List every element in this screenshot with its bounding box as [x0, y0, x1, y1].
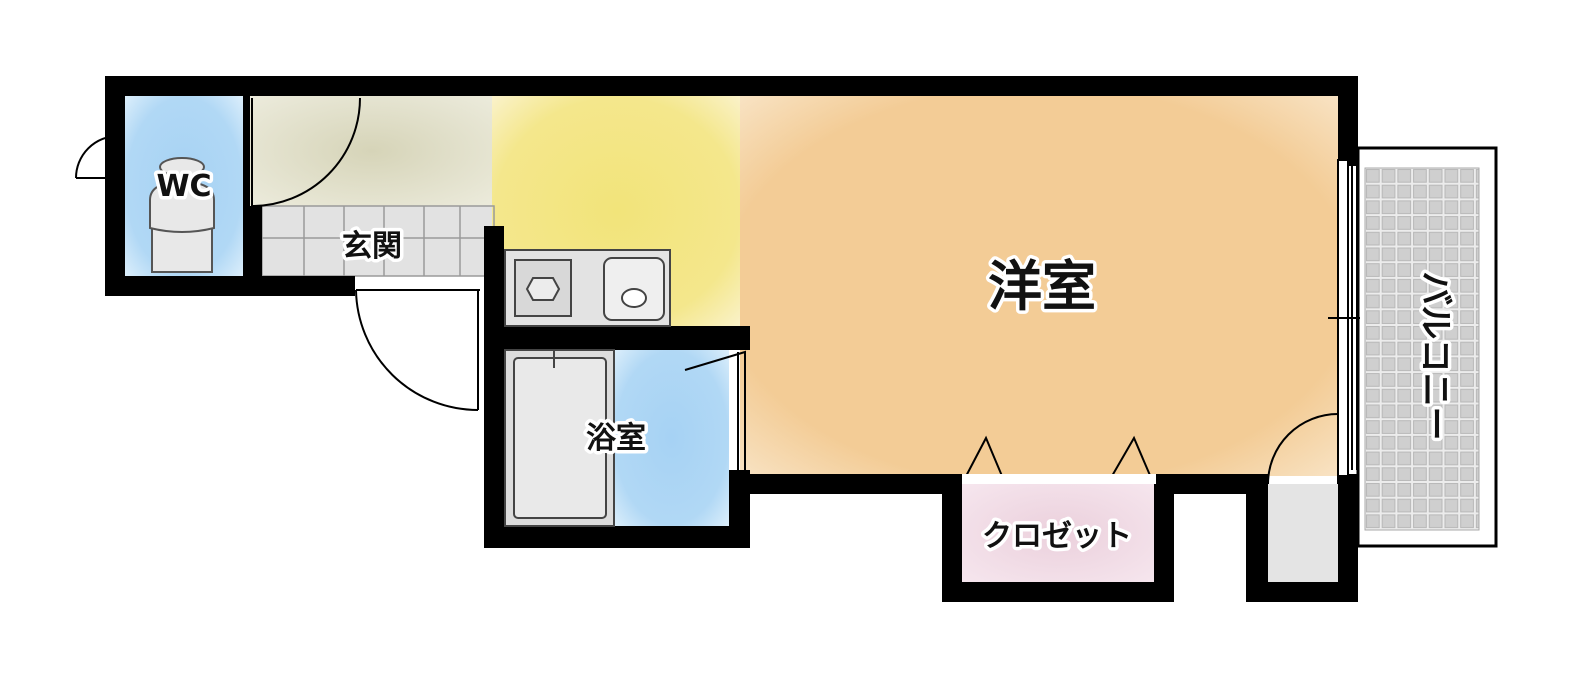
room-label-wc: WC [156, 169, 211, 204]
shoe-step-floor [262, 206, 494, 276]
room-label-genkan: 玄関 [342, 229, 402, 264]
room-label-bathroom: 浴室 [586, 421, 646, 456]
closet-floor [962, 484, 1156, 582]
room-label-western: 洋室 [988, 255, 1096, 318]
balcony-window [1328, 166, 1360, 470]
toilet-fixture [149, 157, 215, 273]
kitchen-counter [504, 249, 671, 327]
balcony-floor [1364, 167, 1480, 531]
closet-door-threshold [962, 474, 1156, 484]
storage-floor [1268, 484, 1338, 582]
bath-floor [614, 350, 729, 526]
room-label-closet: クロゼット [982, 519, 1132, 554]
walls [105, 76, 1358, 602]
doors [75, 97, 1339, 485]
western-room-floor [740, 96, 1338, 476]
bathtub-fixture [504, 349, 615, 527]
room-label-balcony: バルコニー [1415, 271, 1455, 440]
genkan-floor [250, 96, 494, 206]
